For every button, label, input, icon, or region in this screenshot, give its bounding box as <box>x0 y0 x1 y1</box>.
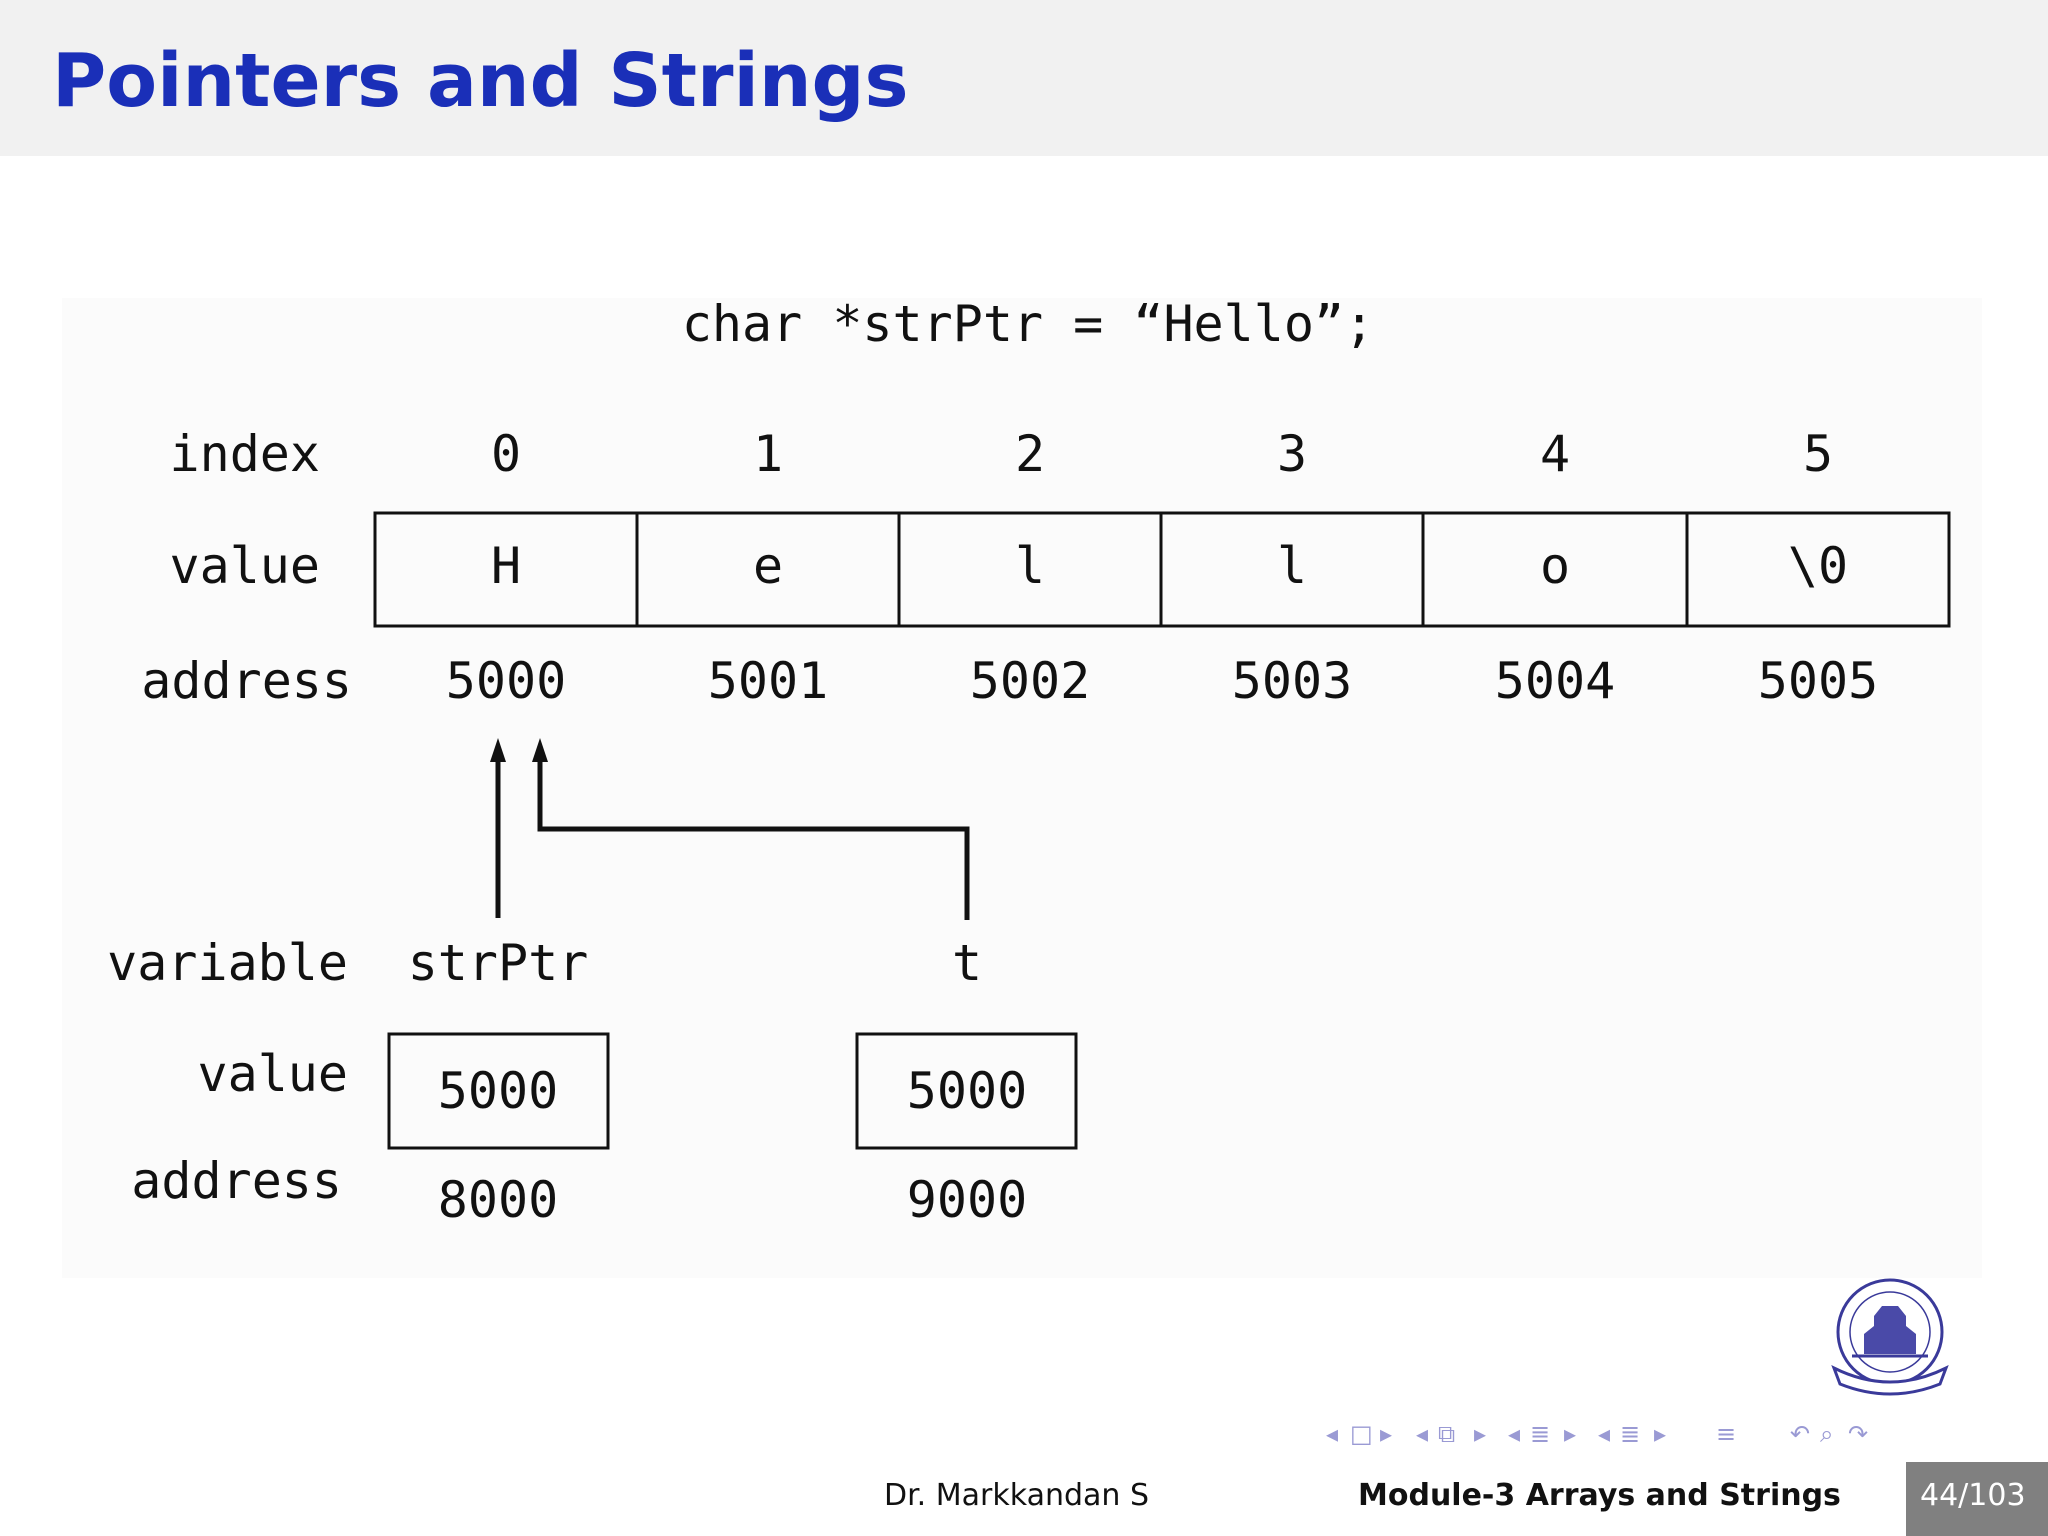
triangle-left-icon[interactable]: ◂ <box>1508 1420 1521 1448</box>
redo-icon[interactable]: ↷ <box>1848 1420 1869 1448</box>
var-value: 5000 <box>907 1062 1027 1120</box>
page-number: 44/103 <box>1920 1478 2026 1513</box>
cell-value: H <box>491 537 521 595</box>
var-value-box <box>855 1032 1078 1150</box>
cell-value: o <box>1540 537 1570 595</box>
array-cell-2: 2 l 5002 <box>970 425 1090 710</box>
cell-address: 5001 <box>708 652 828 710</box>
var-name: t <box>952 934 982 992</box>
pointer-var-t: t 5000 9000 <box>855 934 1078 1229</box>
array-cell-4: 4 o 5004 <box>1495 425 1615 710</box>
row-label-variable: variable <box>107 934 348 992</box>
array-cell-3: 3 l 5003 <box>1232 425 1352 710</box>
array-cell-1: 1 e 5001 <box>708 425 828 710</box>
row-label-ptr-value: value <box>197 1045 348 1103</box>
cell-address: 5005 <box>1758 652 1878 710</box>
var-address: 9000 <box>907 1171 1027 1229</box>
section-icon[interactable]: ≣ <box>1530 1420 1551 1448</box>
triangle-right-icon[interactable]: ▸ <box>1380 1420 1393 1448</box>
var-value-box <box>387 1032 610 1150</box>
row-label-value: value <box>169 537 320 595</box>
frame-icon[interactable]: □ <box>1350 1420 1373 1448</box>
pointer-diagram: char *strPtr = “Hello”; index value addr… <box>62 298 1982 1278</box>
slide-title: Pointers and Strings <box>52 38 909 124</box>
title-bar: Pointers and Strings <box>0 0 2048 156</box>
subsection-icon[interactable]: ≣ <box>1620 1420 1641 1448</box>
cell-value: \0 <box>1788 537 1848 595</box>
var-value: 5000 <box>438 1062 558 1120</box>
row-label-address: address <box>141 652 352 710</box>
t-arrow-line <box>537 758 970 920</box>
search-icon[interactable]: ⌕ <box>1820 1420 1834 1448</box>
diagram-svg: char *strPtr = “Hello”; index value addr… <box>107 298 1951 1229</box>
cell-index: 1 <box>753 425 783 483</box>
triangle-left-icon[interactable]: ◂ <box>1598 1420 1611 1448</box>
row-label-index: index <box>169 425 320 483</box>
undo-icon[interactable]: ↶ <box>1790 1420 1811 1448</box>
cell-value: e <box>753 537 783 595</box>
stack-icon[interactable]: ⧉ <box>1438 1420 1456 1448</box>
page-number-box <box>1906 1462 2048 1536</box>
array-cell-5: 5 \0 5005 <box>1758 425 1878 710</box>
t-arrowhead <box>532 738 548 762</box>
triangle-right-icon[interactable]: ▸ <box>1654 1420 1667 1448</box>
cell-address: 5004 <box>1495 652 1615 710</box>
array-cell-0: 0 H 5000 <box>446 425 566 710</box>
declaration-text: char *strPtr = “Hello”; <box>682 298 1374 353</box>
pointer-var-strptr: strPtr 5000 8000 <box>387 934 610 1229</box>
cell-value: l <box>1277 537 1307 595</box>
cell-index: 4 <box>1540 425 1570 483</box>
align-icon[interactable]: ≡ <box>1716 1420 1737 1448</box>
cell-address: 5000 <box>446 652 566 710</box>
triangle-right-icon[interactable]: ▸ <box>1474 1420 1487 1448</box>
var-name: strPtr <box>408 934 589 992</box>
pointer-arrows <box>490 738 970 920</box>
triangle-left-icon[interactable]: ◂ <box>1416 1420 1429 1448</box>
cell-address: 5002 <box>970 652 1090 710</box>
cell-index: 5 <box>1803 425 1833 483</box>
beamer-navigation: ◂ □ ▸ ◂ ⧉ ▸ ◂ ≣ ▸ ◂ ≣ ▸ ≡ ↶ ⌕ ↷ <box>1320 1420 2040 1454</box>
triangle-left-icon[interactable]: ◂ <box>1326 1420 1339 1448</box>
row-label-ptr-address: address <box>131 1152 342 1210</box>
strptr-arrowhead <box>490 738 506 762</box>
cell-index: 0 <box>491 425 521 483</box>
triangle-right-icon[interactable]: ▸ <box>1564 1420 1577 1448</box>
var-address: 8000 <box>438 1171 558 1229</box>
cell-index: 2 <box>1015 425 1045 483</box>
footer-author: Dr. Markkandan S <box>884 1478 1149 1513</box>
university-seal-logo <box>1831 1278 1949 1396</box>
cell-address: 5003 <box>1232 652 1352 710</box>
footer-module: Module-3 Arrays and Strings <box>1358 1478 1841 1513</box>
cell-value: l <box>1015 537 1045 595</box>
cell-index: 3 <box>1277 425 1307 483</box>
